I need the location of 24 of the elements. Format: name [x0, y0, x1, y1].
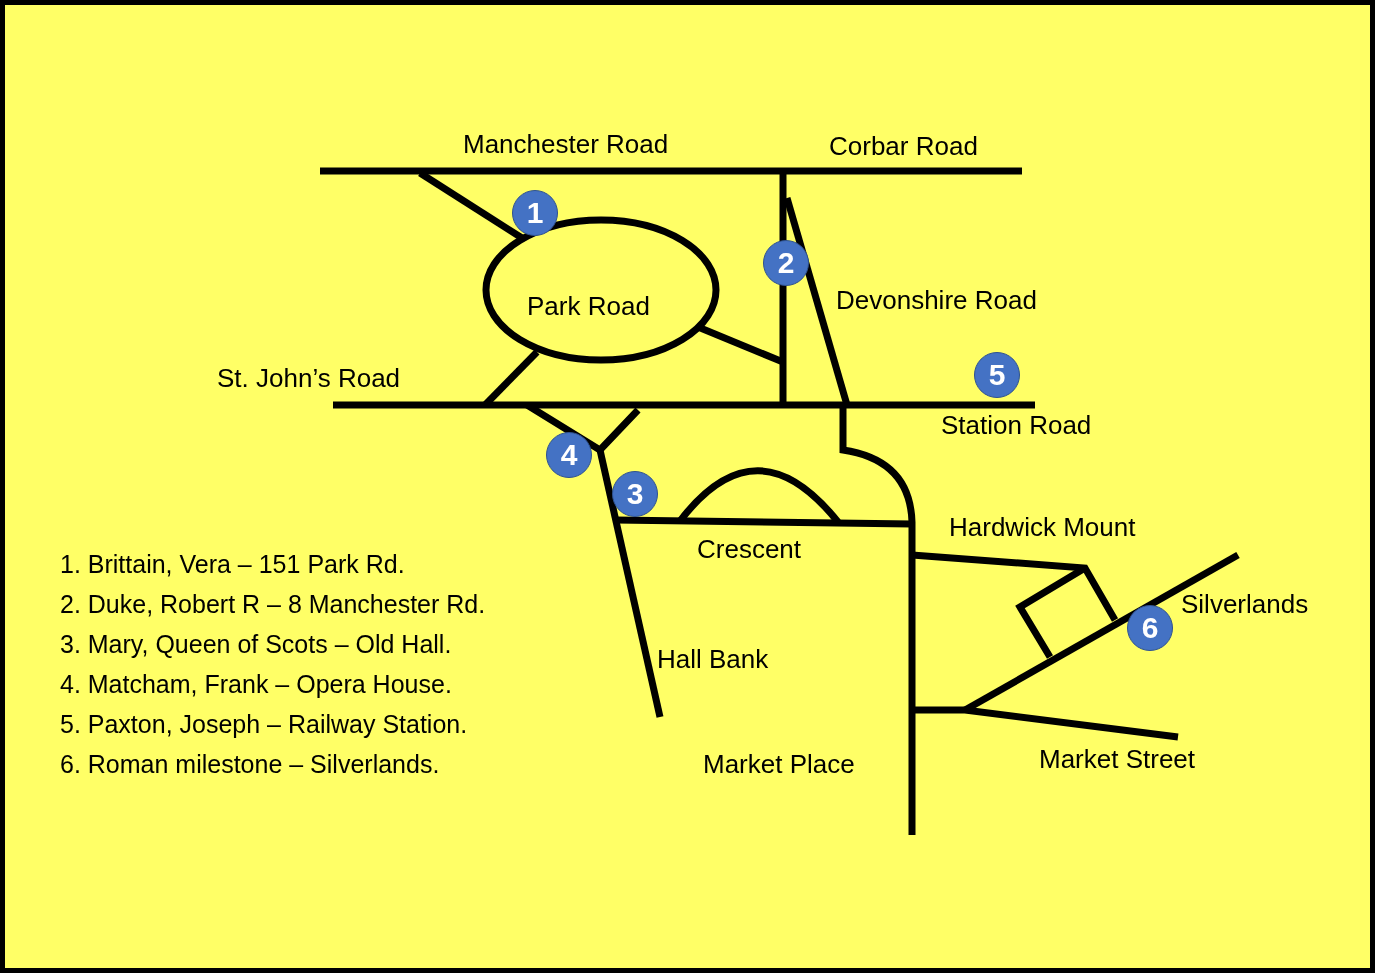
callout-number: 6: [1127, 605, 1173, 651]
callout-number: 5: [974, 352, 1020, 398]
callout-number: 1: [512, 190, 558, 236]
street-name: St. John’s Road: [217, 363, 401, 393]
legend-entry: 3. Mary, Queen of Scots – Old Hall.: [60, 631, 452, 659]
street-name: Devonshire Road: [836, 285, 1037, 315]
legend-entry: 4. Matcham, Frank – Opera House.: [60, 671, 452, 699]
legend-entry: 2. Duke, Robert R – 8 Manchester Rd.: [60, 591, 486, 619]
legend-entry: 6. Roman milestone – Silverlands.: [60, 751, 440, 779]
callout-number: 4: [546, 432, 592, 478]
street-name: Market Street: [1039, 744, 1196, 774]
callout-number: 3: [612, 471, 658, 517]
street-name: Hardwick Mount: [949, 512, 1136, 542]
street-name: Hall Bank: [657, 644, 769, 674]
legend-entry: 5. Paxton, Joseph – Railway Station.: [60, 711, 468, 739]
street-name: Corbar Road: [829, 131, 978, 161]
street-name: Manchester Road: [463, 129, 669, 159]
legend-entry: 1. Brittain, Vera – 151 Park Rd.: [60, 551, 405, 579]
callout-number: 2: [763, 240, 809, 286]
street-name: Silverlands: [1181, 589, 1309, 619]
street-name: Station Road: [941, 410, 1092, 440]
street-name: Market Place: [703, 749, 855, 779]
street-name: Park Road: [527, 291, 650, 321]
street-name: Crescent: [697, 534, 802, 564]
